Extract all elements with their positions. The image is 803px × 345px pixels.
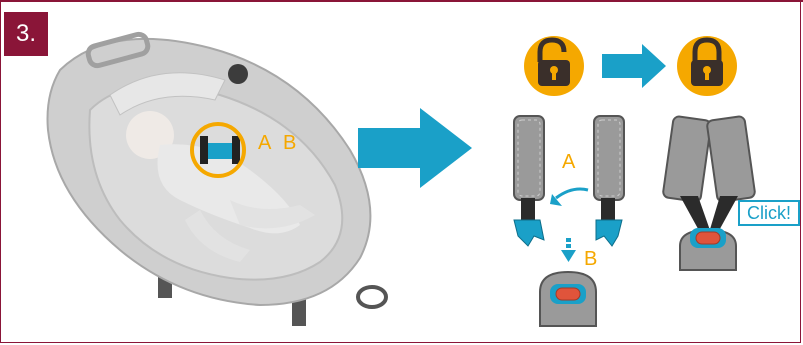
label-a-diagram: A (562, 152, 575, 172)
bassinet-image (48, 33, 387, 326)
buckle-base (540, 272, 596, 326)
right-arrow-icon (358, 108, 472, 188)
label-b-photo: B (283, 133, 296, 153)
click-label: Click! (738, 200, 800, 226)
small-right-arrow-icon (602, 44, 666, 88)
padlock-locked-icon (677, 36, 737, 96)
straps-unbuckled (514, 116, 624, 262)
label-a-photo: A (258, 133, 271, 153)
padlock-unlocked-icon (524, 36, 584, 96)
straps-buckled (662, 116, 755, 270)
label-b-diagram: B (584, 249, 597, 269)
